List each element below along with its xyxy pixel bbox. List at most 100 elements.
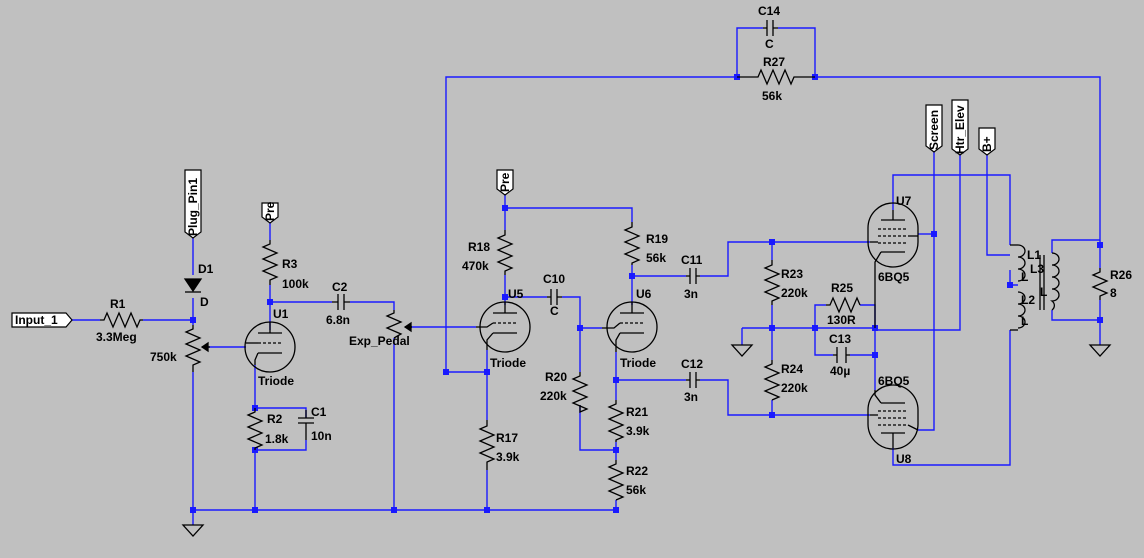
svg-text:3n: 3n bbox=[684, 390, 698, 404]
net-label-pre-u1: Pre bbox=[261, 201, 279, 224]
svg-text:220k: 220k bbox=[781, 381, 808, 395]
net-label-htr: Htr_Elev bbox=[951, 99, 969, 156]
svg-text:R24: R24 bbox=[781, 362, 803, 376]
svg-text:C: C bbox=[550, 304, 559, 318]
svg-text:40µ: 40µ bbox=[830, 364, 850, 378]
capacitor-c1: C1 10n bbox=[298, 405, 332, 443]
svg-text:C14: C14 bbox=[758, 4, 780, 18]
svg-text:Triode: Triode bbox=[258, 374, 294, 388]
svg-text:R25: R25 bbox=[831, 281, 853, 295]
resistor-r25: R25 130R bbox=[826, 281, 861, 327]
resistor-r18: R18 470k bbox=[462, 230, 514, 275]
svg-text:R18: R18 bbox=[468, 240, 490, 254]
inductor-l2: L2 L bbox=[1010, 291, 1035, 331]
svg-text:C11: C11 bbox=[681, 253, 703, 267]
triode-u1: U1 Triode bbox=[244, 307, 296, 388]
svg-text:R19: R19 bbox=[646, 232, 668, 246]
ground-symbol-main bbox=[181, 524, 205, 537]
capacitor-c10: C10 C bbox=[543, 272, 565, 318]
svg-text:Pre: Pre bbox=[263, 201, 277, 221]
svg-text:R20: R20 bbox=[545, 370, 567, 384]
svg-text:Plug_Pin1: Plug_Pin1 bbox=[186, 178, 200, 236]
capacitor-c11: C11 3n bbox=[681, 253, 703, 301]
svg-text:6BQ5: 6BQ5 bbox=[878, 374, 910, 388]
svg-text:56k: 56k bbox=[646, 251, 666, 265]
net-label-screen: Screen bbox=[925, 104, 943, 153]
diode-d1: D1 D bbox=[183, 262, 214, 309]
net-label-plug: Plug_Pin1 bbox=[184, 169, 202, 239]
ground-symbol-bias bbox=[730, 344, 754, 357]
svg-text:R2: R2 bbox=[267, 412, 283, 426]
svg-text:3.9k: 3.9k bbox=[626, 424, 650, 438]
svg-text:Triode: Triode bbox=[490, 356, 526, 370]
net-label-bplus: B+ bbox=[978, 127, 996, 156]
svg-text:R3: R3 bbox=[282, 257, 298, 271]
svg-text:750k: 750k bbox=[150, 350, 177, 364]
svg-text:C2: C2 bbox=[332, 280, 348, 294]
resistor-r17: R17 3.9k bbox=[478, 420, 520, 470]
svg-text:B+: B+ bbox=[980, 136, 994, 152]
wires bbox=[72, 27, 1101, 525]
ground-symbol-output bbox=[1088, 344, 1112, 357]
resistor-r26: R26 8 bbox=[1091, 268, 1132, 300]
svg-text:C: C bbox=[765, 37, 774, 51]
svg-text:56k: 56k bbox=[762, 89, 782, 103]
svg-text:C13: C13 bbox=[829, 332, 851, 346]
capacitor-c12: C12 3n bbox=[681, 357, 703, 404]
svg-text:L: L bbox=[1021, 270, 1028, 284]
capacitor-c14: C14 C bbox=[758, 4, 780, 51]
svg-text:1.8k: 1.8k bbox=[265, 432, 289, 446]
triode-u6: U6 Triode bbox=[602, 287, 658, 370]
svg-text:Htr_Elev: Htr_Elev bbox=[953, 105, 967, 154]
svg-text:3.3Meg: 3.3Meg bbox=[96, 330, 137, 344]
resistor-r3: R3 100k bbox=[261, 240, 309, 291]
triode-u5: U5 Triode bbox=[476, 287, 531, 370]
svg-text:R27: R27 bbox=[763, 55, 785, 69]
svg-text:10n: 10n bbox=[311, 429, 332, 443]
resistor-r22: R22 56k bbox=[607, 460, 648, 501]
svg-text:R23: R23 bbox=[781, 267, 803, 281]
svg-text:C12: C12 bbox=[681, 357, 703, 371]
inductor-l1: L1 L bbox=[1010, 244, 1041, 284]
svg-text:C1: C1 bbox=[311, 405, 327, 419]
resistor-r24: R24 220k bbox=[763, 360, 808, 401]
net-label-pre-u5: Pre bbox=[496, 169, 514, 196]
svg-text:U1: U1 bbox=[273, 307, 289, 321]
svg-text:6BQ5: 6BQ5 bbox=[878, 270, 910, 284]
svg-text:470k: 470k bbox=[462, 259, 489, 273]
svg-text:U5: U5 bbox=[508, 287, 524, 301]
svg-text:U7: U7 bbox=[896, 194, 912, 208]
inductor-l3: L3 L bbox=[1030, 252, 1060, 311]
svg-text:130R: 130R bbox=[827, 313, 856, 327]
svg-text:6.8n: 6.8n bbox=[326, 313, 350, 327]
resistor-r23: R23 220k bbox=[763, 260, 808, 305]
svg-text:220k: 220k bbox=[781, 286, 808, 300]
svg-text:D: D bbox=[200, 295, 209, 309]
resistor-r2: R2 1.8k bbox=[246, 408, 289, 450]
svg-text:8: 8 bbox=[1110, 286, 1117, 300]
resistor-r27: R27 56k bbox=[737, 55, 815, 103]
resistor-r1: R1 3.3Meg bbox=[96, 297, 143, 344]
potentiometer-750k: 750k bbox=[150, 325, 210, 372]
svg-text:100k: 100k bbox=[282, 277, 309, 291]
resistor-r19: R19 56k bbox=[623, 222, 668, 265]
svg-text:U8: U8 bbox=[896, 452, 912, 466]
svg-text:L2: L2 bbox=[1021, 293, 1035, 307]
resistor-r20: R20 220k bbox=[540, 370, 589, 413]
capacitor-c2: C2 6.8n bbox=[326, 280, 350, 327]
pentode-u7: U7 6BQ5 bbox=[867, 194, 919, 328]
svg-text:C10: C10 bbox=[543, 272, 565, 286]
potentiometer-exp-pedal: Exp_Pedal bbox=[349, 310, 412, 348]
svg-text:56k: 56k bbox=[626, 483, 646, 497]
svg-text:Screen: Screen bbox=[927, 110, 941, 150]
pentode-u8: 6BQ5 U8 bbox=[867, 374, 919, 466]
svg-text:220k: 220k bbox=[540, 389, 567, 403]
svg-text:L: L bbox=[1021, 314, 1028, 328]
svg-text:R26: R26 bbox=[1110, 268, 1132, 282]
svg-text:R22: R22 bbox=[626, 464, 648, 478]
svg-text:U6: U6 bbox=[636, 287, 652, 301]
svg-text:R1: R1 bbox=[110, 297, 126, 311]
svg-text:Exp_Pedal: Exp_Pedal bbox=[349, 334, 410, 348]
svg-text:R21: R21 bbox=[626, 405, 648, 419]
svg-text:L3: L3 bbox=[1030, 262, 1044, 276]
